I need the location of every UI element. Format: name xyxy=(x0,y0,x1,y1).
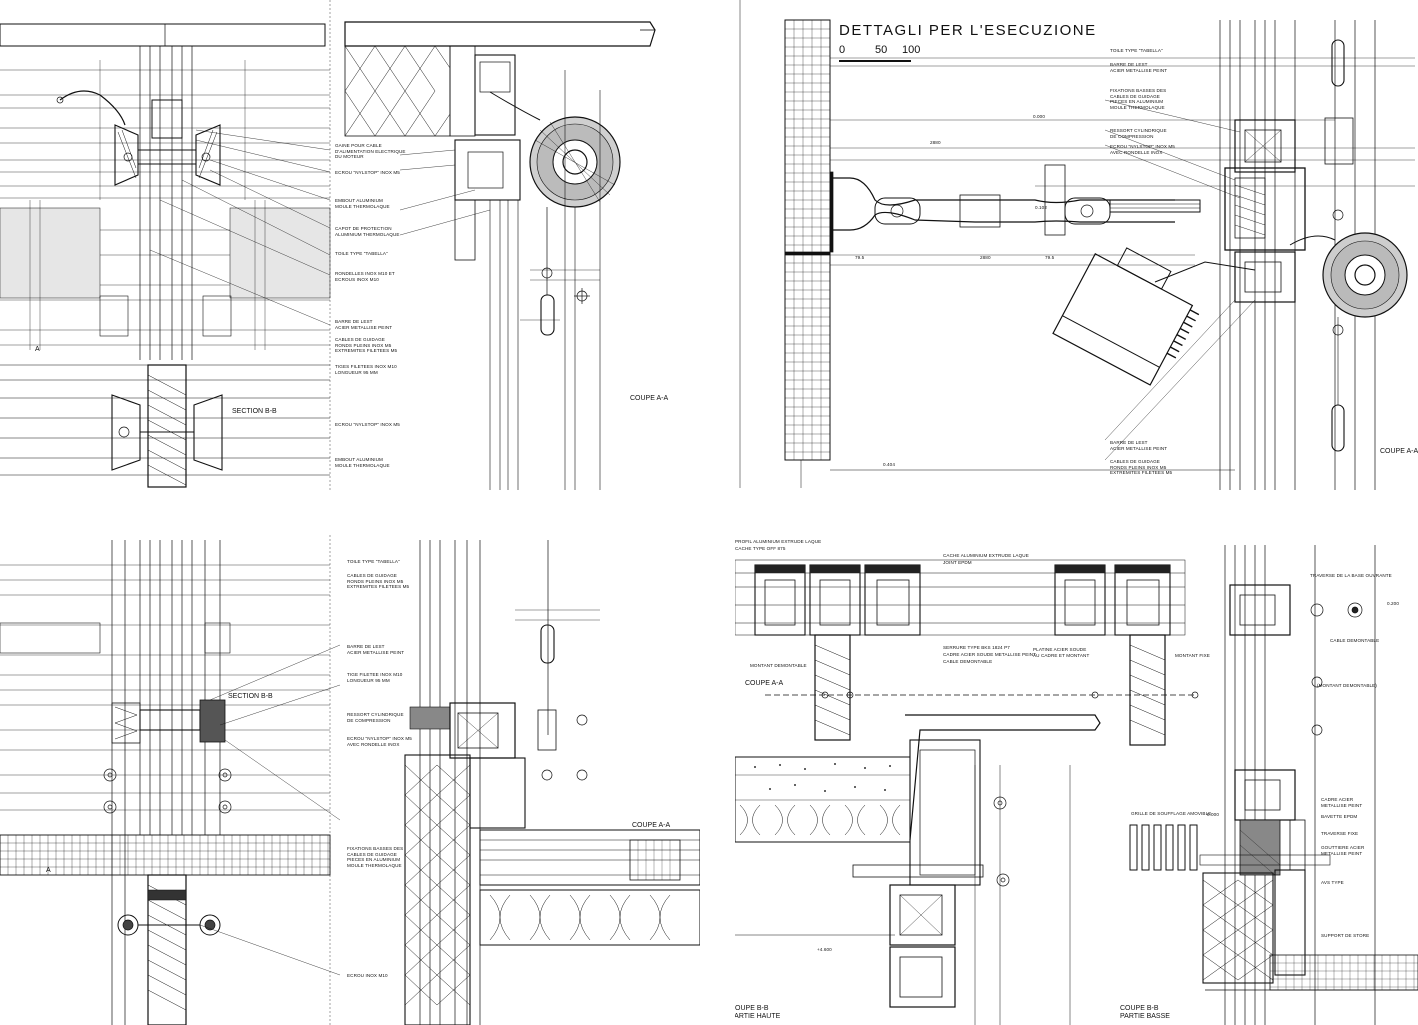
annotation-blind-support: SUPPORT DE STORE xyxy=(1321,933,1370,938)
annotation-lower-fixings: FIXATIONS BASSES DES CABLES DE GUIDAGE P… xyxy=(347,846,404,868)
annotation-steel-frame-2: CADRE ACIER METALLISE PEINT xyxy=(1321,797,1363,808)
annotation-nut-m10: ECROU INOX M10 xyxy=(347,973,388,978)
annotation-avs-type: AVS TYPE xyxy=(1321,880,1344,885)
coupe-bb-partie-haute: COUPE B-B PARTIE HAUTE xyxy=(735,1005,781,1020)
scale-bar xyxy=(839,60,911,62)
annotation-weight-bar: BARRE DE LEST ACIER METALLISE PEINT xyxy=(347,644,405,655)
annotation-nylstop-nut-2: ECROU "NYLSTOP" INOX M5 xyxy=(335,422,400,427)
annotation-protective-cover: CAPOT DE PROTECTION ALUMINIUM THERMOLAQU… xyxy=(335,226,400,237)
coupe-aa-label: COUPE A-A xyxy=(632,822,671,829)
drawing-top-left xyxy=(0,0,656,490)
annotation-nylstop-nut: ECROU "NYLSTOP" INOX M5 AVEC RONDELLE IN… xyxy=(347,736,412,747)
level-plus-4-600: +4.600 xyxy=(817,947,832,952)
annotation-gutter: GOUTTIERE ACIER METALLISE PEINT xyxy=(1321,845,1365,856)
annotation-removable-cable-2: CABLE DEMONTABLE xyxy=(1330,638,1380,643)
panel-bottom-left: SECTION B-B COUPE A-A A TOILE TYPE "TABE… xyxy=(0,535,700,1025)
panel-top-left: SECTION B-B COUPE A-A A GAINE POUR CABLE… xyxy=(0,0,700,490)
level-0-000: 0.000 xyxy=(1033,114,1045,119)
annotation-spring: RESSORT CYLINDRIQUE DE COMPRESSION xyxy=(1110,128,1167,139)
annotation-aluminium-cover: CACHE ALUMINIUM EXTRUDE LAQUE xyxy=(943,553,1029,558)
annotation-lock: SERRURE TYPE BKS 1824 P7 xyxy=(943,645,1010,650)
annotation-fabric: TOILE TYPE "TABELLA" xyxy=(335,251,388,256)
level-0-102: 0.102 xyxy=(1035,205,1047,210)
annotation-fixed-rail: TRAVERSE FIXE xyxy=(1321,831,1359,836)
panel-top-right: DETTAGLI PER L'ESECUZIONE 0 50 100 COUPE… xyxy=(735,0,1418,490)
annotation-epdm-joint: JOINT EPDM xyxy=(943,560,972,565)
annotation-fabric: TOILE TYPE "TABELLA" xyxy=(347,559,400,564)
coupe-bb-partie-basse: COUPE B-B PARTIE BASSE xyxy=(1120,1005,1170,1020)
annotation-threaded-rod: TIGE FILETEE INOX M10 LONGUEUR 95 MM xyxy=(347,672,403,683)
drawing-bottom-right xyxy=(735,545,1418,1025)
panel-bottom-right: COUPE A-A COUPE B-B PARTIE HAUTE COUPE B… xyxy=(735,535,1418,1025)
section-bb-label: SECTION B-B xyxy=(232,408,277,415)
coupe-aa-label: COUPE A-A xyxy=(745,680,784,687)
annotation-nylstop-nut: ECROU "NYLSTOP" INOX M5 AVEC RONDELLE IN… xyxy=(1110,144,1175,155)
annotation-fixed-upright: MONTANT FIXE xyxy=(1175,653,1210,658)
annotation-end-cap: EMBOUT ALUMINIUM MOULE THERMOLAQUE xyxy=(335,198,390,209)
drawing-bottom-left xyxy=(0,535,700,1025)
scale-50: 50 xyxy=(875,44,888,56)
level-0-404: 0.404 xyxy=(883,462,895,467)
annotation-washers: RONDELLES INOX M10 ET ECROUS INOX M10 xyxy=(335,271,395,282)
level-0-200: 0.200 xyxy=(1387,601,1399,606)
drawing-top-right xyxy=(739,0,1415,490)
coupe-aa-label: COUPE A-A xyxy=(630,395,669,402)
sheet-title: DETTAGLI PER L'ESECUZIONE xyxy=(839,22,1097,39)
annotation-fabric: TOILE TYPE "TABELLA" xyxy=(1110,48,1163,53)
annotation-weight-bar: BARRE DE LEST ACIER METALLISE PEINT xyxy=(335,319,393,330)
annotation-cable-sheath: GAINE POUR CABLE D'ALIMENTATION ELECTRIQ… xyxy=(335,143,406,160)
annotation-opening-base-rail: TRAVERSE DE LA BASE OUVRANTE xyxy=(1310,573,1392,578)
dim-2880-b: 2880 xyxy=(980,255,991,260)
level-0-000: 0.000 xyxy=(1207,812,1219,817)
annotation-removable-cable: CABLE DEMONTABLE xyxy=(943,659,993,664)
annotation-spring: RESSORT CYLINDRIQUE DE COMPRESSION xyxy=(347,712,404,723)
section-mark-a: A xyxy=(35,346,40,353)
annotation-guide-cables: CABLES DE GUIDAGE RONDS PLEINS INOX M5 E… xyxy=(1110,459,1173,476)
annotation-weight-bar-2: BARRE DE LEST ACIER METALLISE PEINT xyxy=(1110,440,1168,451)
annotation-cover-type: CACHE TYPE OFF 875 xyxy=(735,546,786,551)
annotation-removable-upright: MONTANT DEMONTABLE xyxy=(750,663,807,668)
annotation-epdm-flap: BAVETTE EPDM xyxy=(1321,814,1358,819)
annotation-steel-frame: CADRE ACIER SOUDE METALLISE PEINT xyxy=(943,652,1037,657)
dim-79-5-b: 79.5 xyxy=(1045,255,1055,260)
annotation-threaded-rods: TIGES FILETEES INOX M10 LONGUEUR 95 MM xyxy=(335,364,397,375)
annotation-removable-upright-2: (MONTANT DEMONTABLE) xyxy=(1317,683,1377,688)
section-bb-label: SECTION B-B xyxy=(228,693,273,700)
annotation-lower-fixings: FIXATIONS BASSES DES CABLES DE GUIDAGE P… xyxy=(1110,88,1167,110)
annotation-guide-cables: CABLES DE GUIDAGE RONDS PLEINS INOX M5 E… xyxy=(347,573,410,590)
section-mark-a: A xyxy=(46,867,51,874)
scale-100: 100 xyxy=(902,44,921,56)
coupe-aa-label: COUPE A-A xyxy=(1380,448,1418,455)
annotation-weight-bar: BARRE DE LEST ACIER METALLISE PEINT xyxy=(1110,62,1168,73)
scale-0: 0 xyxy=(839,44,846,56)
annotation-steel-plate: PLATINE ACIER SOUDE AU CADRE ET MONTANT xyxy=(1033,647,1090,658)
annotation-extruded-profile: PROFIL ALUMINIUM EXTRUDE LAQUE xyxy=(735,539,822,544)
dim-79-5-a: 79.5 xyxy=(855,255,865,260)
dim-2880-a: 2880 xyxy=(930,140,941,145)
annotation-nylstop-nut: ECROU "NYLSTOP" INOX M5 xyxy=(335,170,400,175)
annotation-blowing-grille: GRILLE DE SOUFFLAGE AMOVIBLE xyxy=(1131,811,1212,816)
annotation-guide-cables: CABLES DE GUIDAGE RONDS PLEINS INOX M5 E… xyxy=(335,337,398,354)
annotation-end-cap-2: EMBOUT ALUMINIUM MOULE THERMOLAQUE xyxy=(335,457,390,468)
